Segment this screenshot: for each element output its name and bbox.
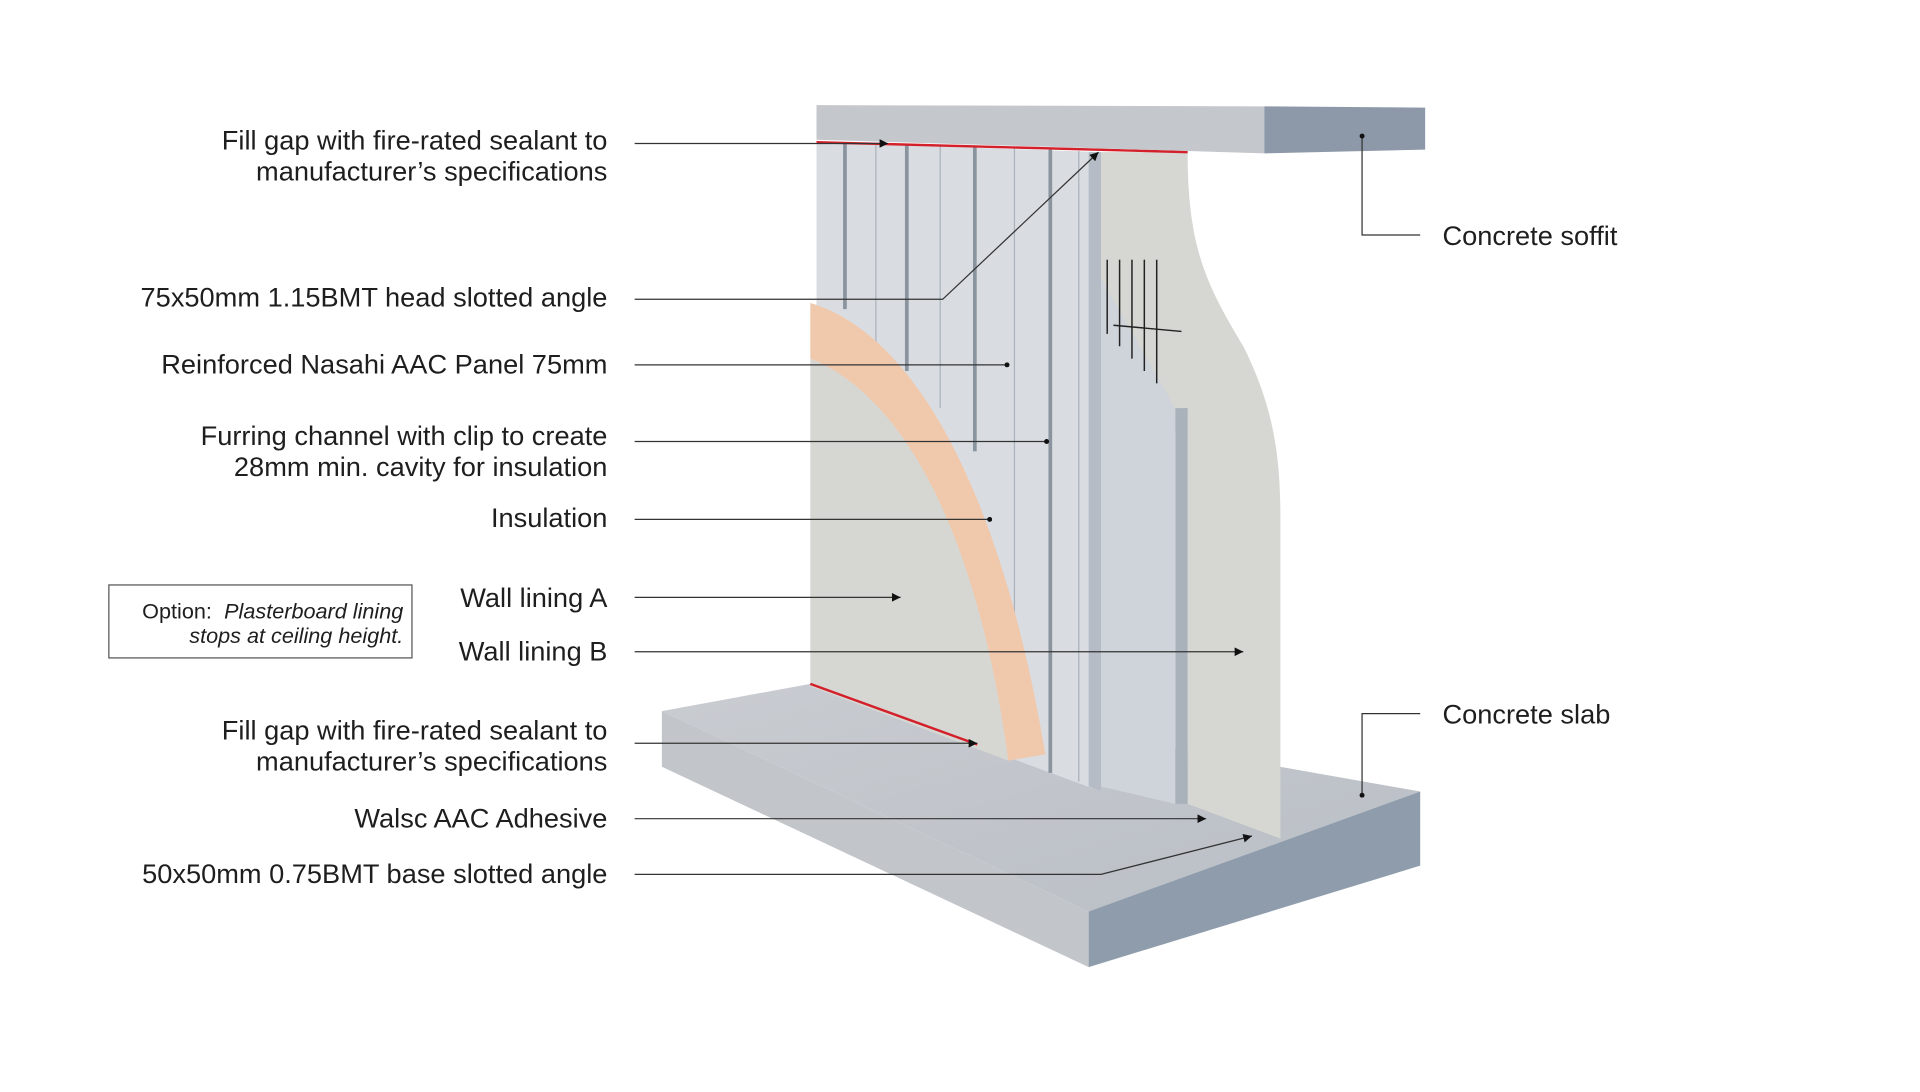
label-sealant-top-2: manufacturer’s specifications [256,156,607,187]
label-sealant-bottom-2: manufacturer’s specifications [256,745,607,776]
option-line-1: Plasterboard lining [224,598,403,623]
wall-lining-a [810,358,1009,761]
label-base-angle: 50x50mm 0.75BMT base slotted angle [142,858,607,889]
label-aac-panel: Reinforced Nasahi AAC Panel 75mm [161,348,607,379]
label-slab: Concrete slab [1442,698,1610,729]
label-lining-b: Wall lining B [459,635,608,666]
label-furring-1: Furring channel with clip to create [201,420,608,451]
leader-lines [634,133,1421,875]
label-head-angle: 75x50mm 1.15BMT head slotted angle [141,282,608,313]
concrete-slab [661,683,1421,968]
svg-text:Option: Plasterboard lin: Option: Plasterboard lining [142,598,403,623]
label-lining-a: Wall lining A [460,582,608,613]
option-prefix: Option: [142,598,212,623]
label-sealant-bottom-1: Fill gap with fire-rated sealant to [222,715,608,746]
wall-lining-b [1101,152,1281,839]
concrete-soffit [816,105,1426,154]
option-line-2: stops at ceiling height. [189,623,403,648]
insulation [810,302,1046,761]
label-adhesive: Walsc AAC Adhesive [354,802,607,833]
label-insulation: Insulation [491,502,607,533]
option-note-box: Option: Plasterboard lining stops at cei… [108,584,413,659]
sealant-bottom [809,682,978,746]
label-soffit: Concrete soffit [1442,220,1617,251]
label-furring-2: 28mm min. cavity for insulation [234,451,607,482]
label-sealant-top-1: Fill gap with fire-rated sealant to [222,125,608,156]
